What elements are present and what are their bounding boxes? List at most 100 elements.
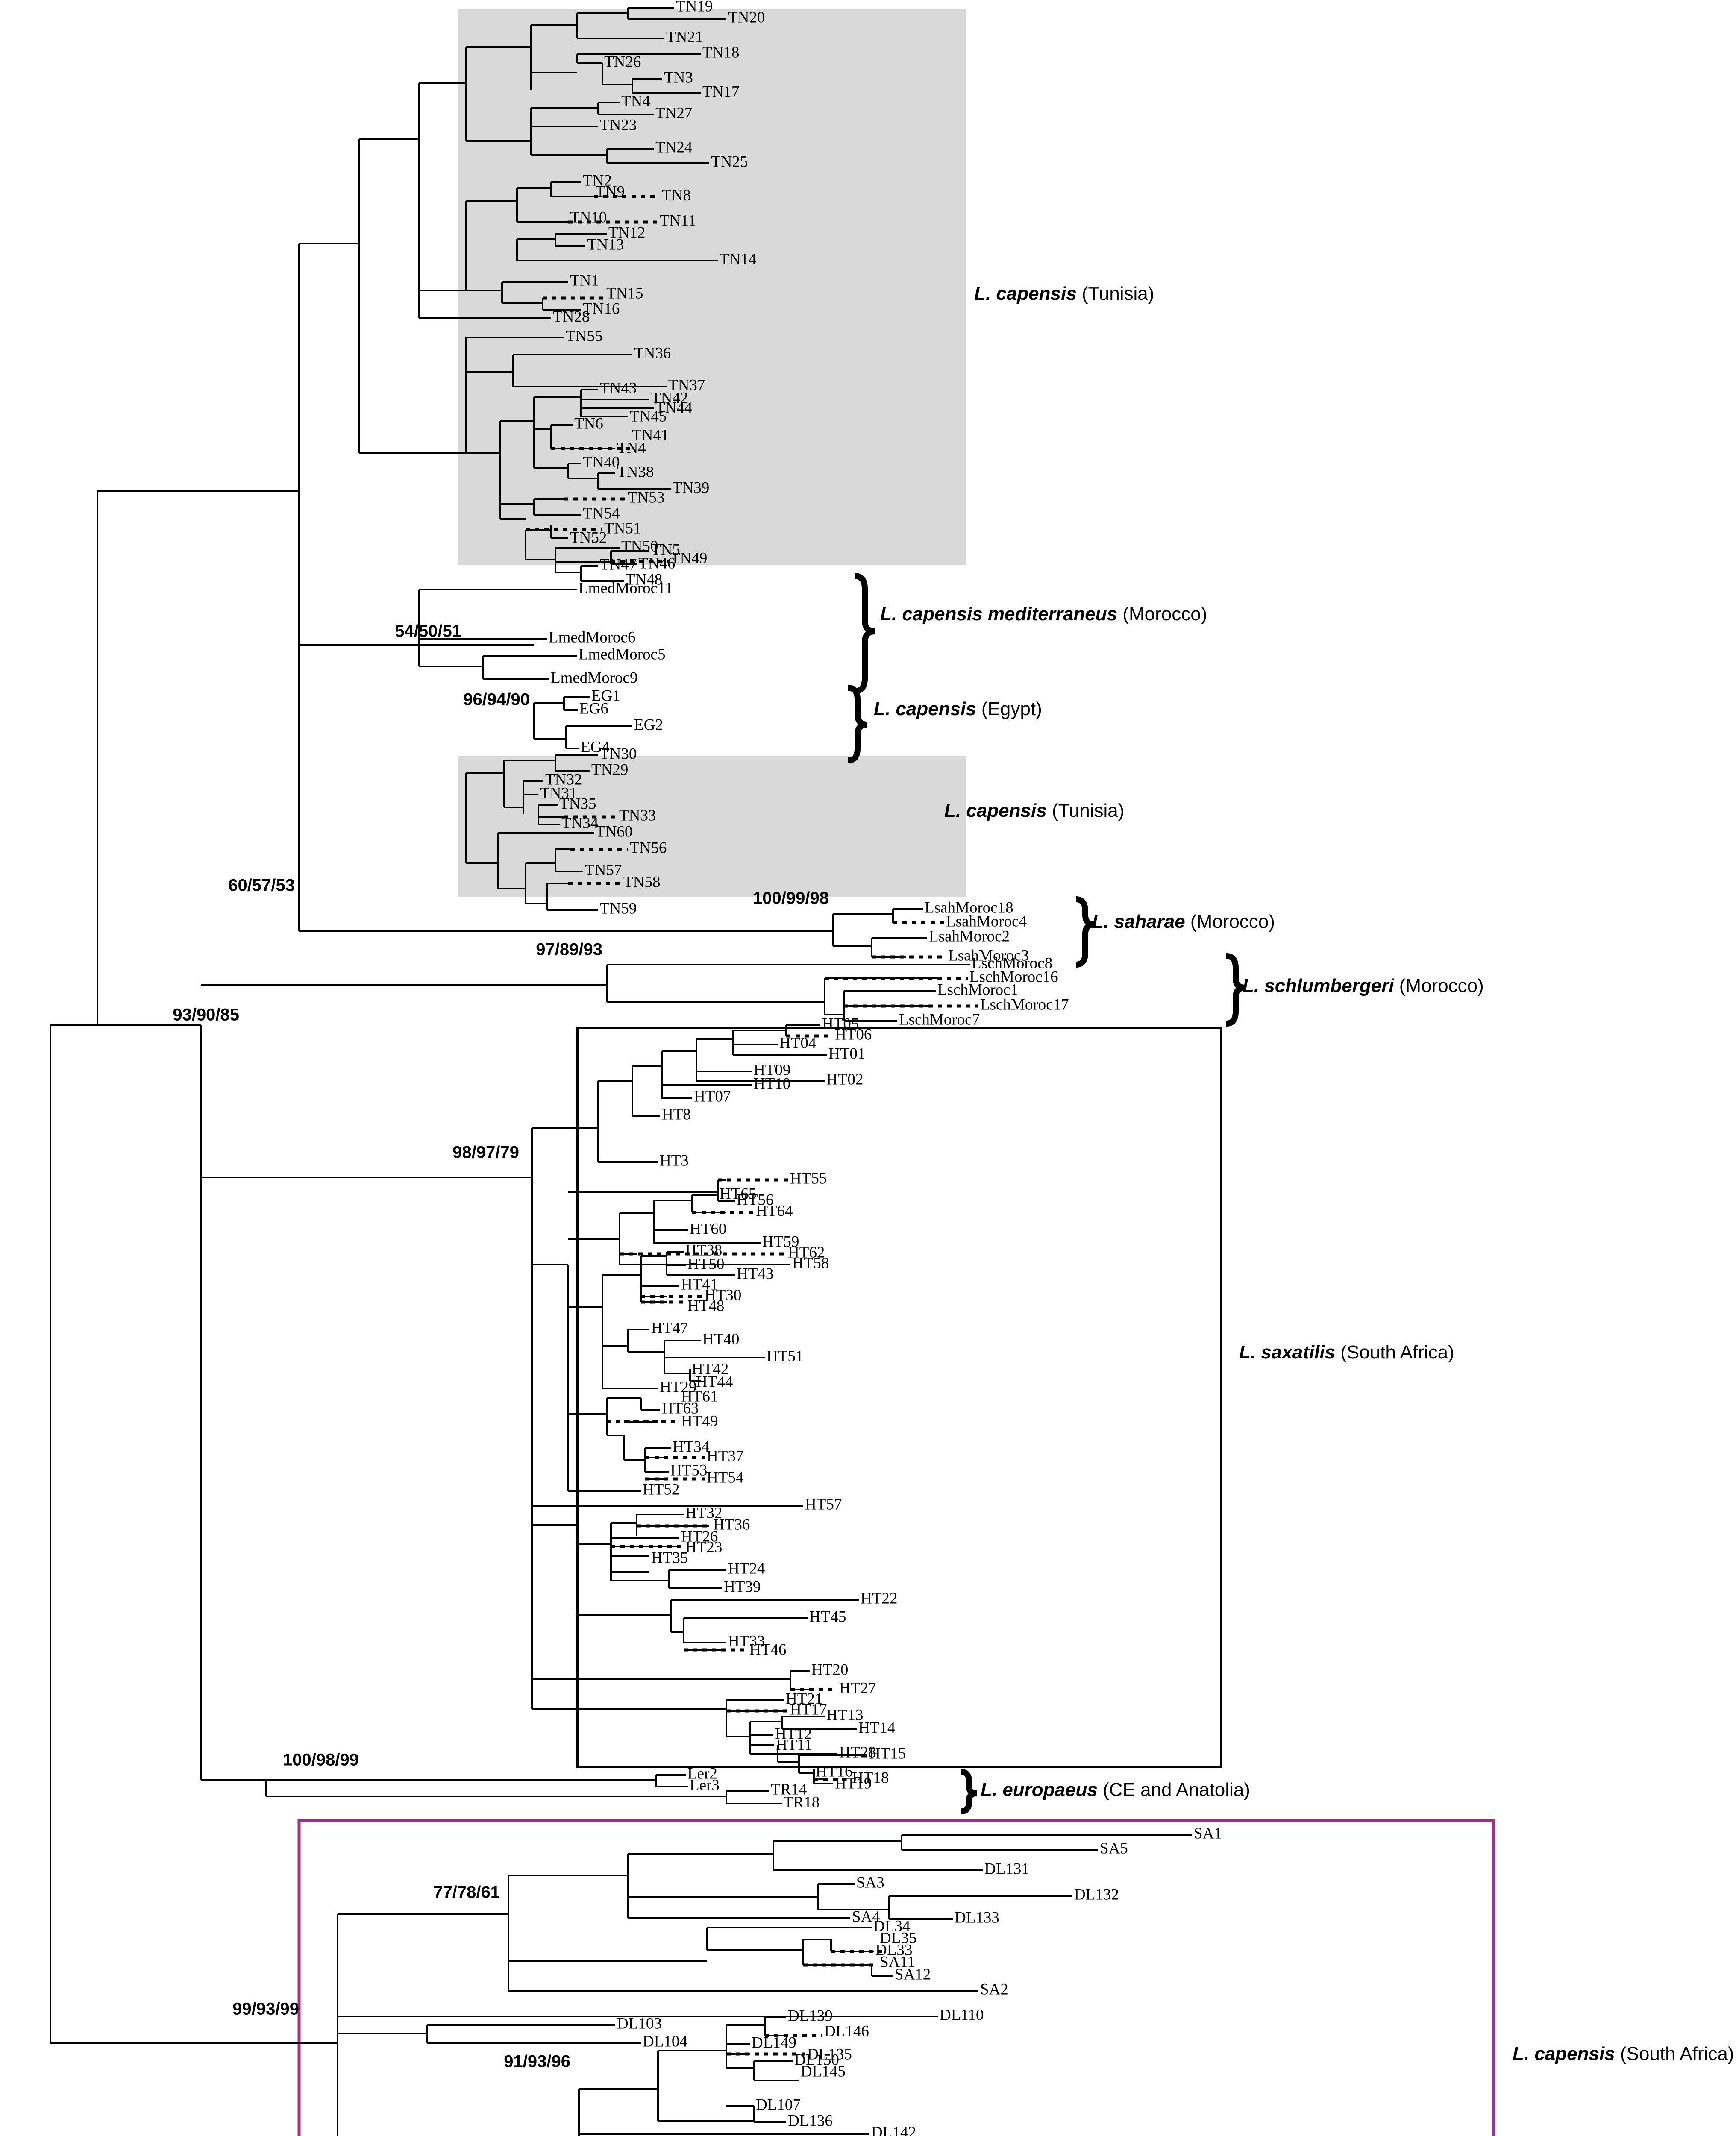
- tip-label: TN38: [617, 463, 654, 481]
- tip-label: TN8: [662, 186, 691, 204]
- dotted-branches: [526, 195, 978, 2056]
- tip-label: TN30: [600, 745, 637, 763]
- tip-label: HT27: [839, 1679, 876, 1697]
- tip-label: DL136: [788, 2112, 833, 2130]
- tip-label: HT64: [756, 1202, 793, 1220]
- tip-label: DL131: [984, 1860, 1029, 1878]
- tip-label: LschMoroc7: [899, 1011, 980, 1028]
- support-value: 96/94/90: [463, 690, 530, 709]
- support-value: 100/98/99: [283, 1751, 359, 1769]
- tip-label: DL145: [801, 2063, 846, 2080]
- tip-label: DL104: [643, 2033, 687, 2050]
- tip-label: TN12: [608, 224, 645, 241]
- tip-label: LsahMoroc3: [948, 947, 1029, 964]
- tip-label: TN56: [630, 839, 667, 857]
- clade-label-europaeus: L. europaeus (CE and Anatolia): [981, 1779, 1250, 1800]
- tip-label: TN42: [651, 389, 688, 407]
- tip-label: HT26: [681, 1528, 718, 1545]
- tip-label: TN48: [626, 571, 662, 588]
- tip-label: HT58: [792, 1254, 829, 1272]
- tip-label: HT44: [696, 1373, 733, 1391]
- tip-label: TN21: [666, 28, 703, 46]
- tip-label: HT3: [660, 1152, 689, 1169]
- tip-label: TN19: [676, 0, 713, 15]
- tip-label: HT04: [779, 1034, 816, 1052]
- tip-label: EG4: [581, 738, 610, 756]
- tip-label: TN28: [553, 308, 590, 326]
- tip-label: HT10: [754, 1075, 790, 1092]
- tip-label: HT56: [737, 1191, 773, 1209]
- tip-label: HT54: [707, 1469, 743, 1486]
- tip-label: HT06: [835, 1026, 872, 1043]
- support-value-labels: 54/50/51 96/94/90 60/57/53 100/99/98 97/…: [173, 622, 829, 2071]
- tip-label: HT37: [707, 1447, 743, 1465]
- support-value: 98/97/79: [452, 1143, 519, 1162]
- tip-labels: TN19 TN20 TN21 TN18 TN26 TN3 TN17 TN4 TN…: [540, 0, 1222, 2136]
- tip-label: HT24: [728, 1560, 765, 1577]
- tip-label: TN49: [670, 549, 707, 567]
- tip-label: HT16: [816, 1763, 852, 1780]
- tip-label: HT61: [681, 1388, 718, 1405]
- tip-label: HT41: [681, 1276, 718, 1293]
- bracket-egypt: [848, 685, 867, 763]
- tip-label: TN16: [583, 300, 620, 317]
- tip-label: TN46: [638, 555, 675, 572]
- support-value: 97/89/93: [536, 940, 602, 959]
- tip-label: HT39: [724, 1578, 761, 1596]
- tip-label: HT8: [662, 1106, 691, 1123]
- tip-label: TN24: [655, 138, 692, 156]
- tip-label: LschMoroc16: [969, 968, 1058, 986]
- tip-label: TN37: [668, 376, 705, 394]
- tip-label: SA2: [980, 1980, 1008, 1998]
- tip-label: TN18: [702, 44, 739, 61]
- tip-label: DL139: [788, 2007, 833, 2025]
- support-value: 99/93/99: [232, 2000, 299, 2019]
- tip-label: HT05: [822, 1015, 859, 1033]
- tip-label: HT02: [826, 1071, 863, 1088]
- clade-brackets: [848, 573, 1245, 1027]
- tip-label: TN23: [600, 116, 637, 134]
- tip-label: HT63: [662, 1400, 699, 1417]
- tip-label: HT07: [694, 1088, 731, 1105]
- tip-label: TN9: [596, 183, 625, 200]
- tip-label: EG2: [634, 716, 663, 734]
- tip-label: TN14: [720, 250, 756, 268]
- tip-label: TN35: [559, 795, 596, 813]
- tip-label: HT23: [685, 1538, 722, 1556]
- tip-label: HT22: [861, 1590, 897, 1607]
- tip-label: TN10: [570, 208, 607, 226]
- tip-label: TN40: [583, 453, 620, 471]
- tip-label: HT29: [660, 1378, 696, 1396]
- tip-label: HT60: [690, 1220, 726, 1238]
- tip-label: HT21: [786, 1690, 822, 1708]
- tip-label: SA11: [880, 1953, 915, 1971]
- tip-label: HT30: [705, 1286, 741, 1304]
- tip-label: LmedMoroc11: [579, 579, 673, 597]
- tree-branches: [50, 7, 1192, 2136]
- tip-label: HT32: [685, 1504, 722, 1522]
- tip-label: HT01: [828, 1045, 865, 1062]
- tip-label: HT13: [826, 1706, 863, 1724]
- tip-label: DL35: [880, 1929, 916, 1947]
- tip-label: SA1: [1194, 1825, 1222, 1842]
- bracket-saharae: [1075, 896, 1095, 968]
- tip-label: TN27: [655, 104, 692, 122]
- tip-label: HT35: [651, 1549, 688, 1567]
- tip-label: SA3: [856, 1874, 884, 1891]
- clade-label-saharae: L. saharae (Morocco): [1092, 911, 1275, 932]
- tip-label: DL34: [873, 1917, 910, 1935]
- tip-label: TN43: [600, 379, 637, 397]
- tip-label: Ler2: [687, 1765, 717, 1782]
- tip-label: TN13: [587, 236, 624, 253]
- tip-label: SA4: [852, 1908, 880, 1925]
- capensis-south-africa-box: [297, 1819, 1495, 2136]
- tip-label: LschMoroc8: [972, 954, 1052, 972]
- clade-label-schlumbergeri: L. schlumbergeri (Morocco): [1243, 975, 1484, 996]
- tip-label: HT34: [673, 1438, 709, 1455]
- support-value: 77/78/61: [433, 1883, 500, 1902]
- tip-label: TN11: [660, 212, 696, 229]
- tip-label: HT38: [685, 1241, 722, 1259]
- tip-label: HT47: [651, 1319, 688, 1337]
- tip-label: HT51: [767, 1347, 803, 1365]
